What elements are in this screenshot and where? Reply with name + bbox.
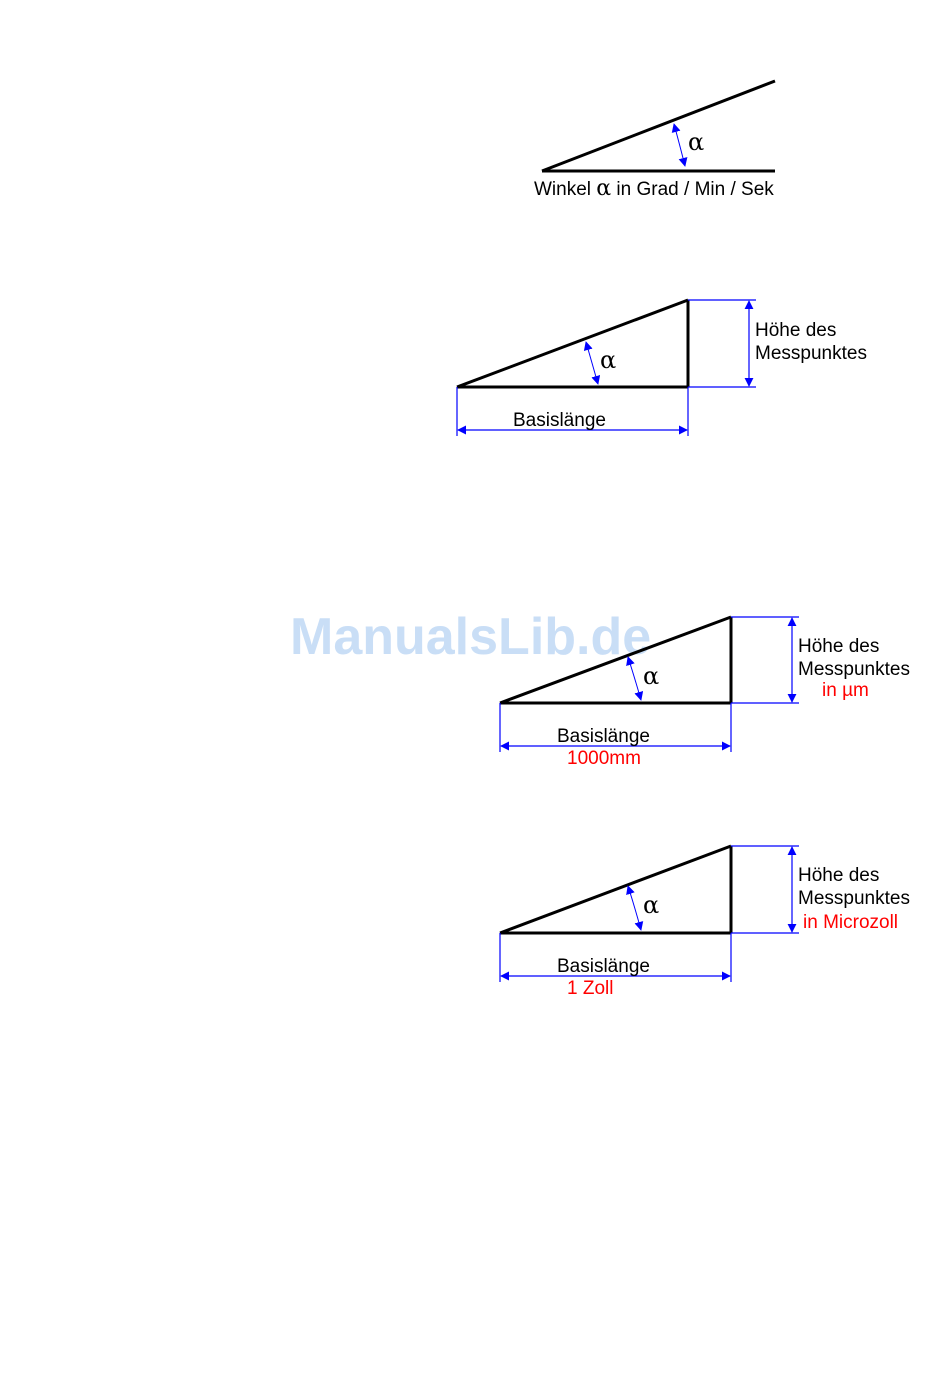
- base-label: Basislänge: [557, 956, 650, 977]
- figure-angle: α Winkel α in Grad / Min / Sek: [534, 81, 775, 201]
- angle-inclined-line: [542, 81, 775, 171]
- base-label: Basislänge: [557, 726, 650, 747]
- figure-triangle-imperial: α Höhe des Messpunktes in Microzoll Basi…: [500, 846, 910, 999]
- base-value-label: 1 Zoll: [567, 978, 613, 999]
- triangle-hypotenuse: [500, 846, 731, 933]
- figure-triangle-generic: α Höhe des Messpunktes Basislänge: [457, 300, 867, 436]
- triangle-alpha-symbol: α: [600, 346, 616, 374]
- triangle-angle-arc: [586, 342, 598, 384]
- base-value-label: 1000mm: [567, 748, 641, 769]
- triangle-alpha-symbol: α: [643, 662, 659, 690]
- height-label-line1: Höhe des: [755, 320, 836, 341]
- height-label-line2: Messpunktes: [798, 659, 910, 680]
- base-label: Basislänge: [513, 410, 606, 431]
- triangle-angle-arc: [628, 886, 641, 930]
- triangle-alpha-symbol: α: [643, 891, 659, 919]
- angle-alpha-symbol: α: [688, 128, 704, 156]
- height-label-line2: Messpunktes: [798, 888, 910, 909]
- height-label-line2: Messpunktes: [755, 343, 867, 364]
- height-unit-label: in µm: [822, 680, 869, 701]
- height-label-line1: Höhe des: [798, 865, 879, 886]
- triangle-hypotenuse: [457, 300, 688, 387]
- height-unit-label: in Microzoll: [803, 912, 898, 933]
- angle-arc: [674, 124, 685, 166]
- height-label-line1: Höhe des: [798, 636, 879, 657]
- angle-caption: Winkel α in Grad / Min / Sek: [534, 176, 774, 201]
- watermark: ManualsLib.de: [290, 608, 651, 666]
